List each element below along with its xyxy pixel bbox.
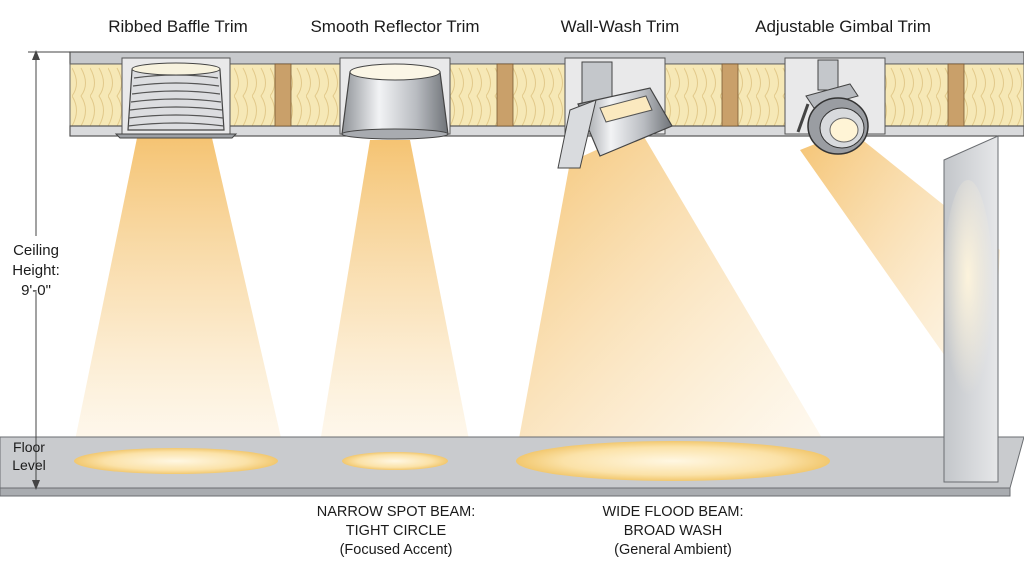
light-beams xyxy=(72,130,1000,460)
beam-smooth xyxy=(318,140,472,455)
wide-beam-note: WIDE FLOOD BEAM: BROAD WASH (General Amb… xyxy=(602,504,744,558)
fixture-label-gimbal: Adjustable Gimbal Trim xyxy=(755,17,931,36)
ceiling-height-dimension xyxy=(28,50,70,490)
narrow-beam-note: NARROW SPOT BEAM: TIGHT CIRCLE (Focused … xyxy=(316,504,476,558)
side-wall xyxy=(942,135,999,483)
light-pool-wallwash xyxy=(516,441,830,481)
adjustable-gimbal-fixture xyxy=(796,59,869,155)
floor xyxy=(0,436,1024,497)
ceiling-height-label: Ceiling Height: 9'-0" xyxy=(12,242,60,299)
fixture-label-smooth: Smooth Reflector Trim xyxy=(310,17,480,36)
floor-level-label: Floor Level xyxy=(12,439,46,473)
beam-ribbed xyxy=(72,138,285,455)
fixture-label-wallwash: Wall-Wash Trim xyxy=(560,17,680,36)
fixture-label-ribbed: Ribbed Baffle Trim xyxy=(108,17,248,36)
beam-wallwash xyxy=(515,130,835,460)
smooth-reflector-fixture xyxy=(341,63,449,140)
light-pool-smooth xyxy=(342,452,448,470)
wall-wash-fixture xyxy=(557,61,673,169)
light-pool-ribbed xyxy=(74,448,278,474)
ribbed-baffle-fixture xyxy=(114,62,238,139)
